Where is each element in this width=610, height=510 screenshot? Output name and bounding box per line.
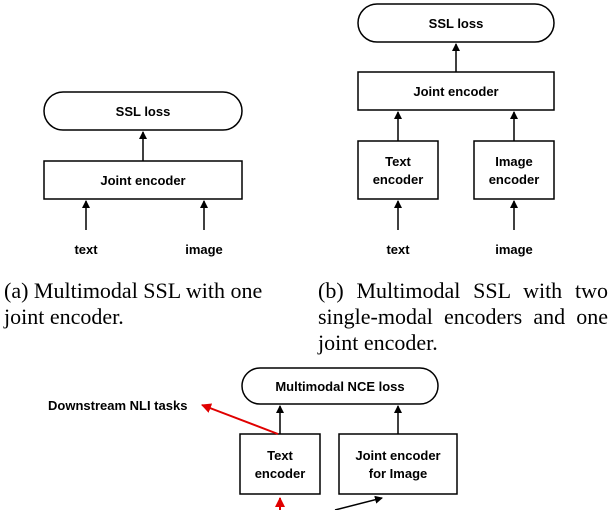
- panel-c-joint-encoder-label-line2: for Image: [369, 466, 428, 481]
- panel-a-caption: (a) Multimodal SSL with one joint encode…: [4, 278, 263, 329]
- panel-a-text-input-label: text: [74, 242, 98, 257]
- panel-b-image-encoder-label-line1: Image: [495, 154, 533, 169]
- panel-a-ssl-loss-node: [43, 91, 243, 131]
- panel-b-image-encoder-label-line2: encoder: [489, 172, 540, 187]
- panel-c-edge-text-encoder-to-downstream: [201, 403, 279, 435]
- panel-b-text-encoder-label-line2: encoder: [373, 172, 424, 187]
- panel-b-image-input-label: image: [495, 242, 533, 257]
- panel-c-joint-encoder-node: [338, 433, 458, 495]
- panel-c-nce-loss-node: [241, 367, 439, 405]
- panel-b-joint-encoder-node: [357, 71, 555, 111]
- panel-c-text-encoder-label-line2: encoder: [255, 466, 306, 481]
- panel-c-downstream-label: Downstream NLI tasks: [48, 398, 187, 413]
- panel-b-image-encoder-node: [473, 140, 555, 200]
- panel-a-joint-encoder-label: Joint encoder: [100, 173, 185, 188]
- panel-b-text-encoder-node: [357, 140, 439, 200]
- panel-b-joint-encoder-label: Joint encoder: [413, 84, 498, 99]
- panel-c-edge-input-to-joint-encoder: [334, 495, 383, 510]
- panel-b: SSL loss Joint encoder Text encoder Imag…: [357, 3, 555, 257]
- panel-c-joint-encoder-label-line1: Joint encoder: [355, 448, 440, 463]
- panel-c-text-encoder-node: [239, 433, 321, 495]
- panel-b-ssl-loss-label: SSL loss: [429, 16, 484, 31]
- panel-a-joint-encoder-node: [43, 160, 243, 200]
- panel-b-ssl-loss-node: [357, 3, 555, 43]
- panel-b-text-encoder-label-line1: Text: [385, 154, 411, 169]
- panel-a-image-input-label: image: [185, 242, 223, 257]
- panel-b-caption: (b) Multimodal SSL with two single-modal…: [318, 278, 608, 355]
- panel-c: Multimodal NCE loss Text encoder Joint e…: [48, 367, 458, 510]
- panel-a: SSL loss Joint encoder text image: [43, 91, 243, 257]
- panel-c-nce-loss-label: Multimodal NCE loss: [275, 379, 404, 394]
- panel-a-ssl-loss-label: SSL loss: [116, 104, 171, 119]
- panel-c-text-encoder-label-line1: Text: [267, 448, 293, 463]
- panel-b-text-input-label: text: [386, 242, 410, 257]
